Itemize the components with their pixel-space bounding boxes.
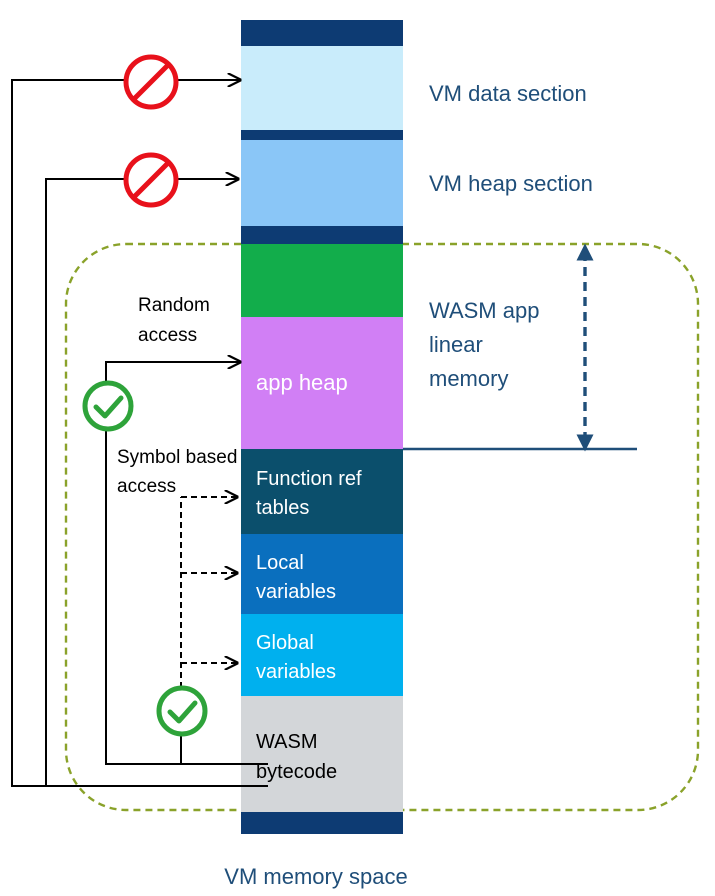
bottom-cap-block: [241, 812, 403, 834]
separator-block-1: [241, 130, 403, 140]
prohibited-icon: [123, 152, 179, 208]
function-ref-tables-label-line1: Function ref: [256, 468, 362, 490]
separator-block-2: [241, 226, 403, 244]
symbol-access-label-line2: access: [117, 476, 176, 497]
top-cap-block: [241, 20, 403, 46]
local-variables-label-line1: Local: [256, 552, 304, 574]
app-heap-label: app heap: [256, 370, 348, 395]
random-access-line: [105, 362, 268, 765]
checkmark-circle-icon: [156, 685, 208, 737]
green-block: [241, 244, 403, 317]
global-variables-label-line1: Global: [256, 632, 314, 654]
vm-data-section-label: VM data section: [429, 81, 587, 106]
symbol-access-label-line1: Symbol based: [117, 447, 237, 468]
vm-data-block: [241, 46, 403, 130]
global-variables-block: [241, 614, 403, 696]
linear-memory-label-line1: WASM app: [429, 298, 539, 323]
linear-memory-label-line2: linear: [429, 332, 483, 357]
function-ref-tables-label-line2: tables: [256, 497, 309, 519]
memory-column: [241, 20, 403, 834]
linear-memory-label-line3: memory: [429, 366, 508, 391]
checkmark-circle-icon: [82, 380, 134, 432]
global-variables-label-line2: variables: [256, 661, 336, 683]
wasm-bytecode-label-line1: WASM: [256, 731, 317, 753]
function-ref-tables-block: [241, 449, 403, 534]
app-heap-block: [241, 317, 403, 449]
vm-memory-space-caption: VM memory space: [224, 864, 407, 889]
vm-heap-block: [241, 140, 403, 226]
prohibited-icon: [123, 54, 179, 110]
local-variables-label-line2: variables: [256, 581, 336, 603]
wasm-bytecode-label-line2: bytecode: [256, 761, 337, 783]
random-access-label-line1: Random: [138, 295, 210, 316]
wasm-bytecode-block: [241, 696, 403, 812]
local-variables-block: [241, 534, 403, 614]
vm-heap-section-label: VM heap section: [429, 171, 593, 196]
random-access-label-line2: access: [138, 325, 197, 346]
